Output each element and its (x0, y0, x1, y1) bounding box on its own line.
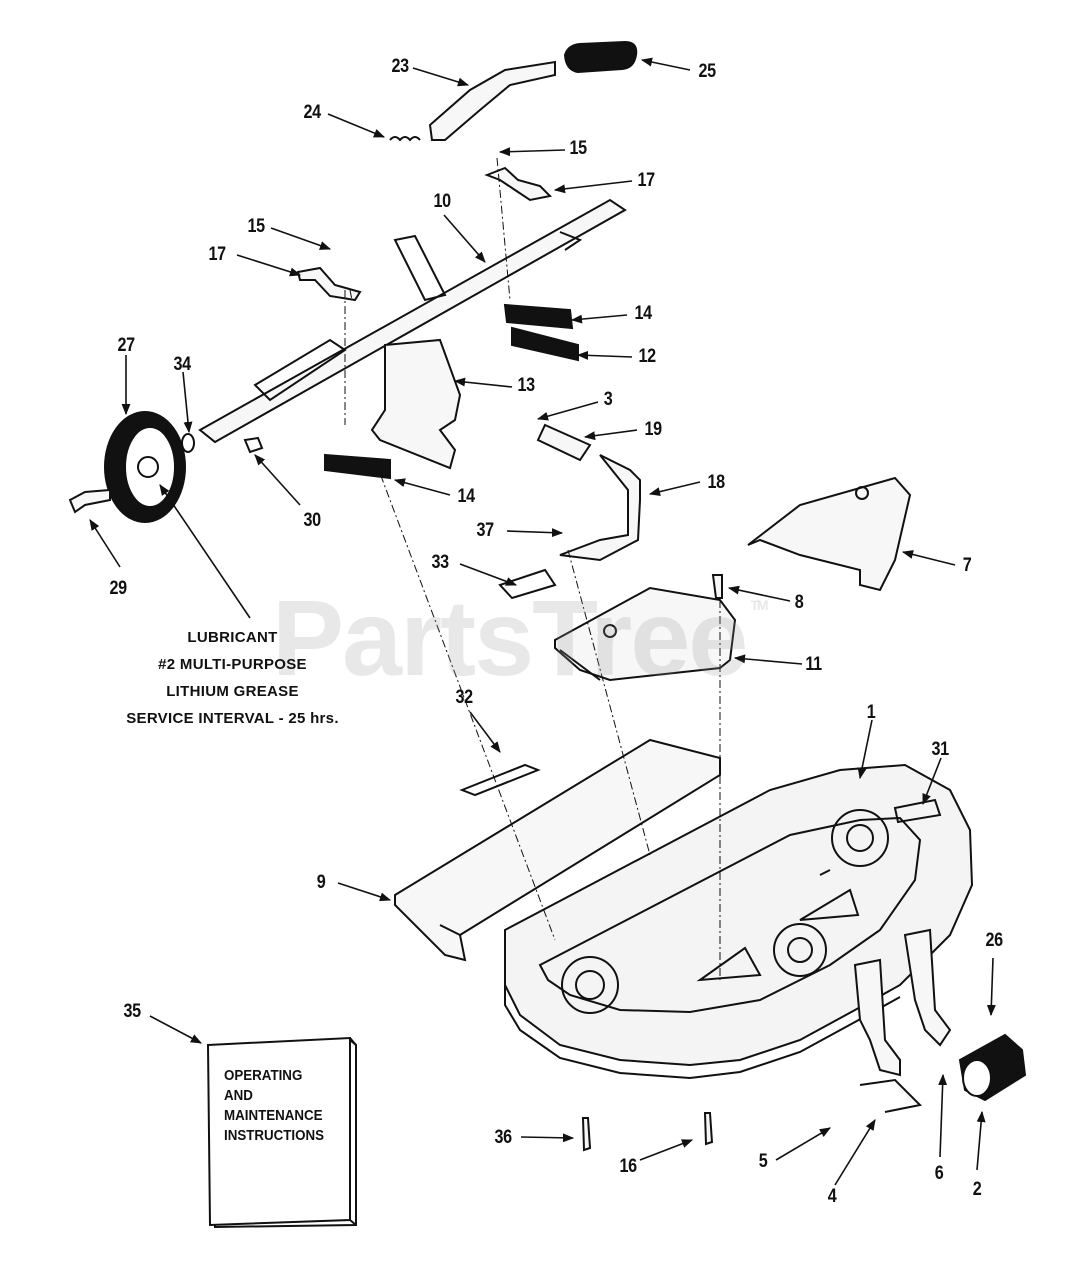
callout-7[interactable]: 7 (962, 555, 972, 576)
callout-8[interactable]: 8 (794, 592, 804, 613)
callout-5[interactable]: 5 (758, 1151, 768, 1172)
pad-upper (503, 303, 574, 330)
callout-26[interactable]: 26 (985, 930, 1004, 951)
note-line-1: LUBRICANT (187, 629, 278, 646)
bolt-36 (581, 1117, 592, 1152)
callout-1[interactable]: 1 (866, 702, 876, 723)
wheel-bolt (68, 488, 111, 514)
callout-9[interactable]: 9 (316, 872, 326, 893)
callout-31[interactable]: 31 (931, 739, 950, 760)
watermark-text: PartsTree (272, 577, 748, 698)
callout-36[interactable]: 36 (494, 1127, 513, 1148)
manual-line-2: AND (224, 1088, 253, 1104)
callout-33[interactable]: 33 (431, 552, 450, 573)
callout-23[interactable]: 23 (391, 56, 410, 77)
callout-18[interactable]: 18 (707, 472, 726, 493)
decal-31 (893, 798, 942, 824)
callout-35[interactable]: 35 (123, 1001, 142, 1022)
callout-3[interactable]: 3 (603, 389, 613, 410)
lift-bracket (370, 338, 462, 470)
callout-27[interactable]: 27 (117, 335, 136, 356)
bolt-8 (711, 574, 723, 599)
nut (243, 436, 264, 454)
callout-32[interactable]: 32 (455, 687, 474, 708)
note-line-2: #2 MULTI-PURPOSE (158, 656, 307, 673)
note-line-4: SERVICE INTERVAL - 25 hrs. (126, 710, 339, 727)
decal-33 (498, 568, 557, 600)
manual-line-4: INSTRUCTIONS (224, 1128, 325, 1144)
callout-37[interactable]: 37 (476, 520, 495, 541)
callout-4[interactable]: 4 (827, 1186, 837, 1207)
lift-handle (428, 60, 556, 141)
trademark-mark: TM (750, 597, 768, 613)
pulley-cover (554, 586, 737, 682)
callout-14-upper[interactable]: 14 (634, 303, 653, 324)
callout-29[interactable]: 29 (109, 578, 128, 599)
callout-13[interactable]: 13 (517, 375, 536, 396)
callout-24[interactable]: 24 (303, 102, 322, 123)
callout-6[interactable]: 6 (934, 1163, 944, 1184)
manual-line-1: OPERATING (224, 1068, 303, 1084)
pin (536, 423, 592, 462)
clamp-bracket-upper (484, 166, 553, 202)
bolt-16 (703, 1112, 714, 1146)
manual-line-3: MAINTENANCE (224, 1108, 323, 1124)
callout-17-lower[interactable]: 17 (208, 244, 227, 265)
lubricant-note: LUBRICANT #2 MULTI-PURPOSE LITHIUM GREAS… (95, 624, 370, 732)
roller-bracket (853, 958, 901, 1077)
lift-rod (198, 198, 627, 444)
manual-cover-text: OPERATING AND MAINTENANCE INSTRUCTIONS (224, 1066, 339, 1146)
pad-lower (324, 453, 391, 480)
callout-25[interactable]: 25 (698, 61, 717, 82)
callout-14-lower[interactable]: 14 (457, 486, 476, 507)
washer (181, 433, 195, 453)
callout-17-upper[interactable]: 17 (637, 170, 656, 191)
spring (389, 136, 421, 142)
callout-15-upper[interactable]: 15 (569, 138, 588, 159)
spindle-cover (747, 476, 912, 592)
callout-30[interactable]: 30 (303, 510, 322, 531)
note-line-3: LITHIUM GREASE (166, 683, 299, 700)
decal-32 (459, 763, 541, 797)
axle (859, 1078, 923, 1113)
manual-book (206, 1036, 357, 1229)
callout-34[interactable]: 34 (173, 354, 192, 375)
pad-12 (511, 326, 579, 362)
callout-11[interactable]: 11 (805, 654, 822, 675)
callout-10[interactable]: 10 (433, 191, 452, 212)
handle-grip (563, 40, 638, 74)
lift-arm (559, 454, 641, 562)
callout-15-lower[interactable]: 15 (247, 216, 266, 237)
callout-16[interactable]: 16 (619, 1156, 638, 1177)
callout-2[interactable]: 2 (972, 1179, 982, 1200)
callout-19[interactable]: 19 (644, 419, 663, 440)
callout-12[interactable]: 12 (638, 346, 657, 367)
